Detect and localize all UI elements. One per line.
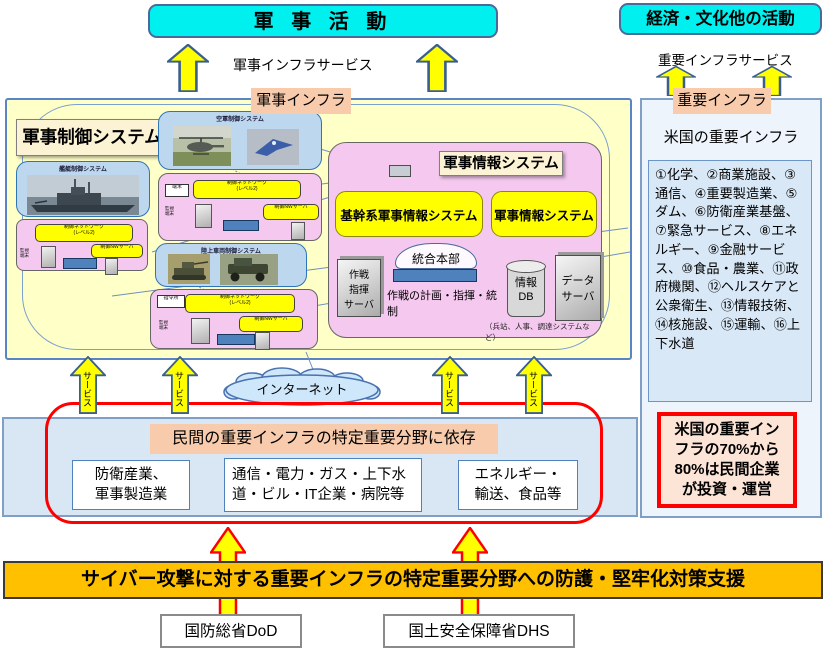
- dependency-red-outline: [45, 402, 603, 524]
- ops-command-server: 作戦 指揮 サーバ: [337, 259, 381, 317]
- utilities-label: 通信・電力・ガス・上下水道・ビル・IT企業・病院等: [232, 466, 406, 503]
- network-server-node: 制御NWサーバ: [263, 204, 319, 220]
- defense-industry-box: 防衛産業、軍事製造業: [72, 460, 190, 510]
- ship-control-label: 艦艇制御システム: [59, 167, 107, 173]
- info-system-title-label: 軍事情報システム: [443, 156, 559, 172]
- info-db-label: 情報 DB: [515, 277, 537, 304]
- military-infra-tag-label: 軍事インフラ: [256, 92, 346, 109]
- energy-label: エネルギー・輸送、食品等: [474, 466, 562, 503]
- service-arrow-icon: サービス: [162, 356, 198, 414]
- service-arrow-icon: サービス: [516, 356, 552, 414]
- server-icon: [195, 204, 212, 228]
- info-system-note: （兵站、人事、調達システムなど）: [485, 322, 590, 342]
- ops-command-server-label: 作戦 指揮 サーバ: [344, 269, 374, 311]
- service-arrow-label: サービス: [82, 371, 92, 407]
- console-slab-icon: [63, 258, 97, 269]
- military-infra-service-label: 軍事インフラサービス: [233, 57, 373, 73]
- info-system-title: 軍事情報システム: [439, 151, 563, 176]
- ops-caption: 作戦の計画・指揮・統制: [387, 290, 497, 318]
- dod-box: 国防総省DoD: [160, 614, 302, 648]
- control-systems-title-label: 軍事制御システム: [22, 127, 162, 147]
- internet-cloud-icon: [223, 367, 381, 406]
- service-arrow-label: サービス: [174, 371, 184, 407]
- up-arrow-icon: [416, 44, 458, 92]
- economic-activity-label: 経済・文化他の活動: [646, 10, 795, 28]
- air-control-label: 空軍制御システム: [216, 117, 264, 123]
- military-activity-label: 軍 事 活 動: [253, 11, 393, 33]
- console-slab-icon: [217, 334, 255, 345]
- monitor-terminal-label: 監視 端末: [159, 320, 168, 331]
- database-cylinder-icon: 情報 DB: [506, 260, 546, 317]
- military-info-system-node: 軍事情報システム: [491, 191, 597, 237]
- network-node-icon: [389, 165, 411, 177]
- us-infra-ownership-box: 米国の重要インフラの70%から80%は民間企業が投資・運営: [657, 412, 797, 508]
- terminal-tag: 端末: [165, 184, 189, 197]
- service-arrow-label: サービス: [528, 371, 538, 407]
- control-network-box-a: 制御ネットワーク (レベル2) 制御NWサーバ 監視 端末: [16, 219, 148, 275]
- server-icon: [41, 246, 56, 268]
- monitor-terminal-label: 監視 端末: [165, 206, 174, 217]
- server-icon: [105, 258, 118, 275]
- network-node: 制御ネットワーク (レベル2): [185, 294, 295, 313]
- joint-hq-node: 統合本部: [395, 243, 477, 269]
- critical-infra-service-label: 重要インフラサービス: [658, 53, 793, 68]
- military-info-system-label: 軍事情報システム: [494, 208, 594, 223]
- military-infra-tag: 軍事インフラ: [251, 88, 351, 114]
- critical-infra-tag-label: 重要インフラ: [677, 92, 767, 109]
- internet-label: インターネット: [256, 382, 348, 397]
- network-node: 制御ネットワーク (レベル2): [193, 180, 301, 199]
- military-jeep-photo: [220, 254, 278, 285]
- ship-control-box: 艦艇制御システム: [16, 161, 150, 217]
- network-server-node: 制御NWサーバ: [91, 244, 143, 258]
- server-icon: [291, 222, 305, 240]
- military-activity-box: 軍 事 活 動: [148, 4, 498, 38]
- us-infra-sector-list: ①化学、②商業施設、③通信、④重要製造業、⑤ダム、⑥防衛産業基盤、⑦緊急サービス…: [648, 160, 812, 402]
- air-control-box: 空軍制御システム: [158, 111, 322, 170]
- dod-label: 国防総省DoD: [184, 623, 278, 640]
- critical-infra-tag: 重要インフラ: [673, 88, 771, 114]
- service-arrow-icon: サービス: [432, 356, 468, 414]
- dhs-box: 国土安全保障省DHS: [383, 614, 575, 648]
- energy-box: エネルギー・輸送、食品等: [458, 460, 578, 510]
- server-icon: [255, 332, 270, 350]
- protection-banner: サイバー攻撃に対する重要インフラの特定重要分野への防護・堅牢化対策支援: [3, 561, 823, 599]
- control-network-box-c: 指令所 制御ネットワーク (レベル2) 制御NWサーバ 監視 端末: [150, 289, 318, 350]
- control-network-box-b: 端末 制御ネットワーク (レベル2) 制御NWサーバ 監視 端末: [158, 173, 322, 241]
- up-arrow-icon: [167, 44, 209, 92]
- private-infra-title-label: 民間の重要インフラの特定重要分野に依存: [172, 430, 476, 447]
- economic-activity-box: 経済・文化他の活動: [619, 3, 822, 35]
- warship-photo: [27, 175, 139, 215]
- service-arrow-label: サービス: [444, 371, 454, 407]
- us-infra-heading: 米国の重要インフラ: [663, 129, 799, 146]
- us-infra-sectors-text: ①化学、②商業施設、③通信、④重要製造業、⑤ダム、⑥防衛産業基盤、⑦緊急サービス…: [655, 167, 801, 351]
- private-infra-title: 民間の重要インフラの特定重要分野に依存: [150, 424, 498, 454]
- utilities-box: 通信・電力・ガス・上下水道・ビル・IT企業・病院等: [224, 458, 422, 512]
- tank-photo: [168, 254, 210, 284]
- defense-industry-label: 防衛産業、軍事製造業: [94, 466, 168, 503]
- vehicle-control-label: 陸上車両制御システム: [201, 249, 261, 255]
- vehicle-control-box: 陸上車両制御システム: [155, 243, 307, 287]
- network-node: 制御ネットワーク (レベル2): [35, 224, 133, 242]
- us-infra-ownership-text: 米国の重要インフラの70%から80%は民間企業が投資・運営: [674, 420, 780, 499]
- protection-banner-label: サイバー攻撃に対する重要インフラの特定重要分野への防護・堅牢化対策支援: [80, 569, 746, 590]
- command-post-tag: 指令所: [157, 295, 185, 308]
- internet-cloud: インターネット: [222, 366, 382, 408]
- core-info-system-node: 基幹系軍事情報システム: [335, 191, 483, 237]
- control-systems-title: 軍事制御システム: [16, 119, 168, 156]
- network-server-node: 制御NWサーバ: [239, 316, 303, 332]
- helicopter-photo: [173, 126, 231, 166]
- up-arrow-icon: [752, 66, 792, 96]
- service-arrow-icon: サービス: [70, 356, 106, 414]
- hq-platform-icon: [393, 269, 477, 282]
- info-system-box: 軍事情報システム 基幹系軍事情報システム 軍事情報システム 統合本部 作戦 指揮…: [328, 142, 602, 342]
- dhs-label: 国土安全保障省DHS: [408, 623, 550, 640]
- fighter-jet-photo: [247, 129, 299, 165]
- console-slab-icon: [223, 220, 259, 231]
- data-server: データ サーバ: [555, 255, 601, 321]
- joint-hq-label: 統合本部: [411, 252, 460, 266]
- monitor-terminal-label: 監視 端末: [20, 248, 29, 259]
- data-server-label: データ サーバ: [561, 275, 595, 303]
- core-info-system-label: 基幹系軍事情報システム: [340, 208, 478, 223]
- server-icon: [191, 318, 210, 344]
